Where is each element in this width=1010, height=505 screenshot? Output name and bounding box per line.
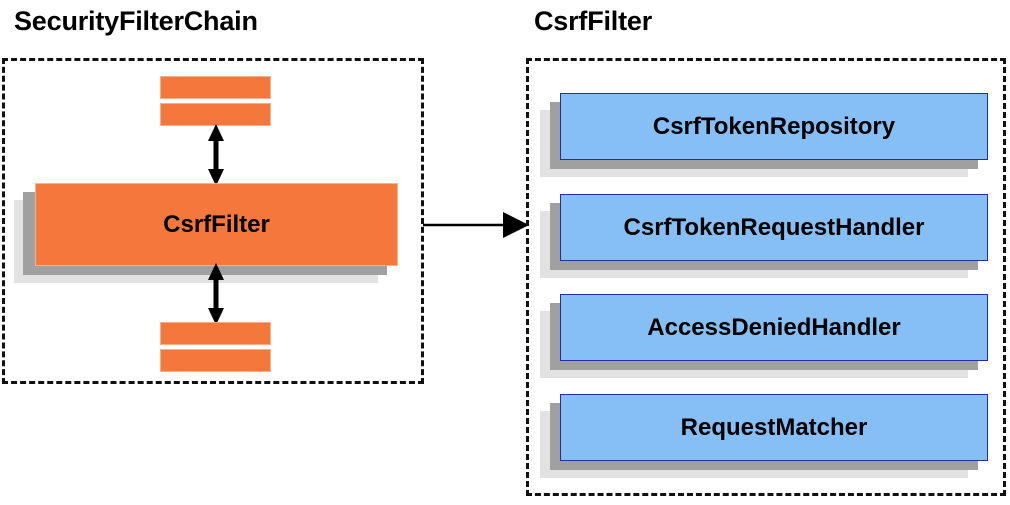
node-request-matcher[interactable]: RequestMatcher — [560, 394, 988, 461]
node-csrf-token-repository-label: CsrfTokenRepository — [652, 112, 896, 140]
node-csrf-filter[interactable]: CsrfFilter — [35, 183, 398, 266]
node-csrf-token-request-handler-label: CsrfTokenRequestHandler — [623, 213, 925, 241]
node-csrf-token-request-handler[interactable]: CsrfTokenRequestHandler — [560, 194, 988, 261]
filter-bar-bottom-1 — [160, 322, 271, 345]
filter-bar-top-1 — [160, 76, 271, 99]
panel-title-csrf-filter: CsrfFilter — [534, 6, 653, 36]
group-box-csrf-filter — [526, 58, 1006, 496]
filter-bar-bottom-2 — [160, 349, 271, 372]
node-request-matcher-label: RequestMatcher — [680, 413, 868, 441]
node-csrf-token-repository[interactable]: CsrfTokenRepository — [560, 93, 988, 160]
group-box-security-filter-chain — [2, 58, 424, 384]
expand-arrow — [423, 212, 529, 238]
node-access-denied-handler-label: AccessDeniedHandler — [647, 313, 901, 341]
panel-title-security-filter-chain: SecurityFilterChain — [14, 6, 258, 36]
node-csrf-filter-label: CsrfFilter — [163, 210, 270, 238]
filter-bar-top-2 — [160, 103, 271, 126]
node-access-denied-handler[interactable]: AccessDeniedHandler — [560, 294, 988, 361]
